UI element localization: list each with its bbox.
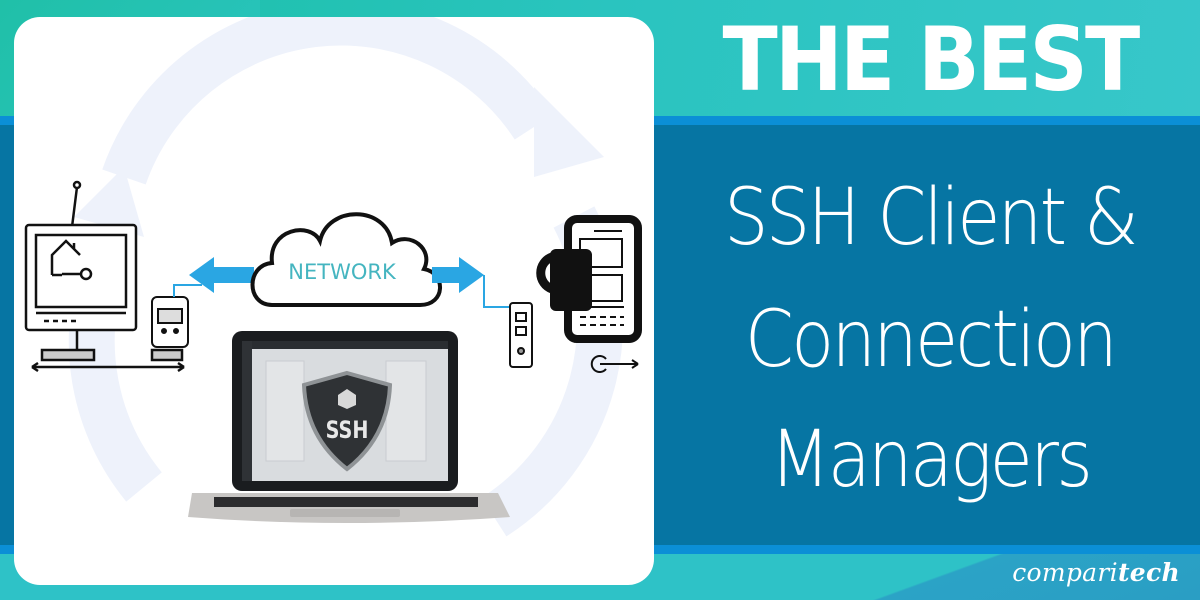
bottom-band-accent <box>780 554 1200 600</box>
background-arrowhead-icon <box>74 167 144 237</box>
left-arrow-icon <box>189 257 254 293</box>
home-key-monitor-icon <box>24 180 185 373</box>
cloud-label: NETWORK <box>288 260 397 284</box>
brand-suffix: tech <box>1117 558 1180 587</box>
ssh-shield-icon: SSH <box>301 370 393 472</box>
brand-logo: comparitech <box>1012 558 1180 587</box>
usb-device-icon <box>509 302 533 368</box>
right-arrow-icon <box>432 257 484 293</box>
headline-line-1: SSH Client & <box>723 173 1139 263</box>
cloud-network-icon: NETWORK <box>250 212 442 307</box>
headline-line-3: Managers <box>769 415 1093 505</box>
shield-label: SSH <box>326 417 369 445</box>
brand-prefix: compari <box>1012 558 1118 587</box>
illustration: NETWORK <box>24 17 642 537</box>
padlock-tablet-icon <box>536 215 642 343</box>
two-way-arrow-icon <box>590 355 639 373</box>
background-arrowhead-icon <box>534 87 604 177</box>
remote-control-device-icon <box>151 284 202 348</box>
illustration-card: NETWORK <box>14 17 654 585</box>
headline-line-2: Connection <box>744 295 1118 385</box>
headline-kicker: THE BEST <box>722 8 1141 111</box>
